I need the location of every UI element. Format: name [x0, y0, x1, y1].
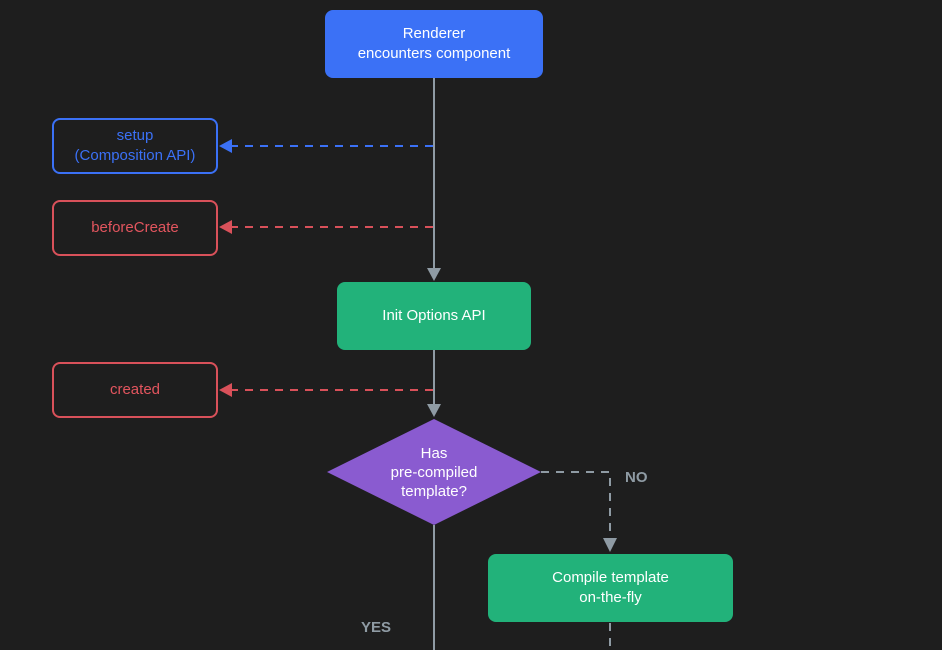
has-template-diamond — [327, 419, 541, 525]
setup-line1: setup — [116, 127, 154, 144]
renderer-node: Renderer encounters component — [325, 10, 543, 78]
arrow-into-diamond — [427, 404, 441, 417]
init-options-node: Init Options API — [337, 282, 531, 350]
beforecreate-label: beforeCreate — [91, 219, 179, 236]
arrow-into-compile — [603, 538, 617, 552]
init-options-label: Init Options API — [382, 307, 486, 324]
renderer-line2: encounters component — [357, 45, 511, 62]
arrow-into-setup — [219, 139, 232, 153]
has-template-label: Has pre-compiled template? — [327, 419, 541, 525]
created-hook: created — [52, 362, 218, 418]
renderer-line1: Renderer — [402, 25, 466, 42]
compile-node: Compile template on-the-fly — [488, 554, 733, 622]
yes-branch-label: YES — [361, 619, 392, 636]
has-template-line2: pre-compiled — [390, 463, 478, 481]
arrow-into-init — [427, 268, 441, 281]
arrow-into-created — [219, 383, 232, 397]
arrow-into-beforecreate — [219, 220, 232, 234]
beforecreate-hook: beforeCreate — [52, 200, 218, 256]
has-template-line1: Has — [420, 444, 448, 462]
compile-line1: Compile template — [552, 569, 669, 586]
created-label: created — [109, 381, 161, 398]
compile-line2: on-the-fly — [579, 589, 642, 606]
no-branch-label: NO — [625, 469, 648, 486]
setup-hook: setup (Composition API) — [52, 118, 218, 174]
has-template-line3: template? — [401, 482, 467, 500]
dash-no-branch — [541, 471, 611, 538]
setup-line2: (Composition API) — [74, 147, 196, 164]
